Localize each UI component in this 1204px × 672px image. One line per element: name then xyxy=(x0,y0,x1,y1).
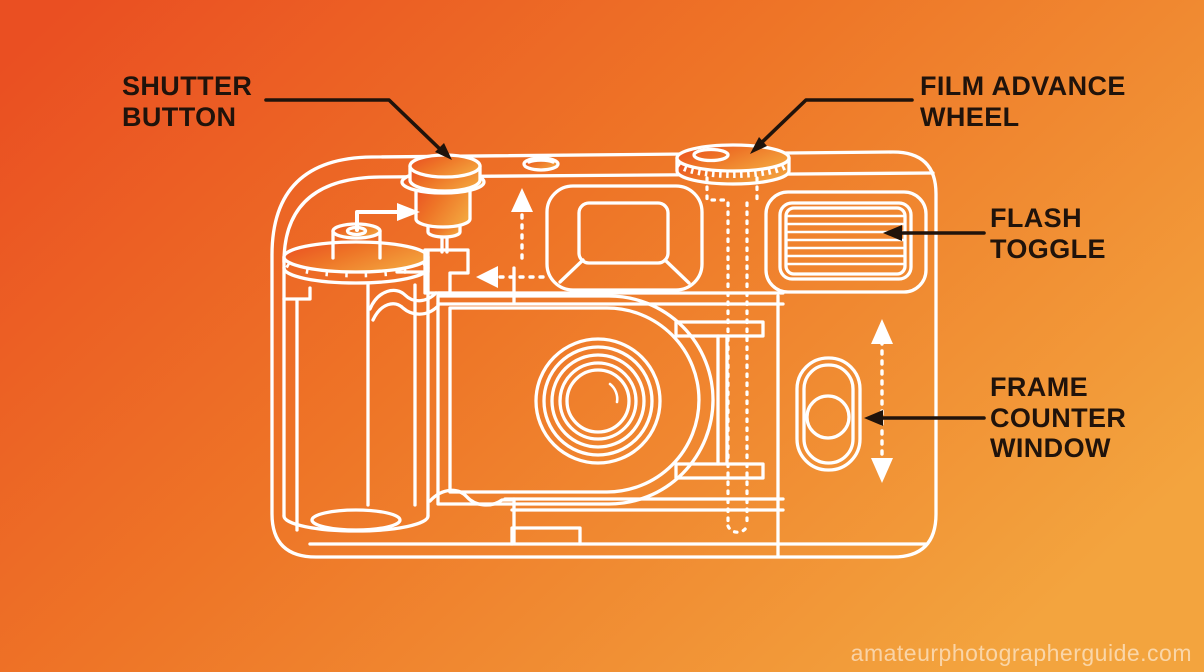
flash-panel xyxy=(764,190,928,294)
film-advance-leader-line xyxy=(750,98,914,154)
frame-counter-window-label-line1: FRAME xyxy=(990,372,1088,402)
lens xyxy=(436,294,715,506)
top-plate-oval xyxy=(522,156,560,172)
counter-motion-arrow xyxy=(871,319,893,483)
shutter-button-label-line1: SHUTTER xyxy=(122,71,253,101)
viewfinder xyxy=(545,184,704,292)
film-advance-wheel-label: FILM ADVANCE WHEEL xyxy=(920,71,1126,132)
flash-toggle-label-line1: FLASH xyxy=(990,203,1082,233)
advance-motion-arrow-left xyxy=(476,266,545,288)
film-advance-wheel-drawing xyxy=(675,143,791,186)
frame-counter-window-label-line3: WINDOW xyxy=(990,433,1111,463)
advance-motion-arrow-up xyxy=(511,188,533,260)
frame-counter-leader-line xyxy=(864,410,986,426)
shutter-button-drawing xyxy=(400,153,486,254)
shutter-button-label-line2: BUTTON xyxy=(122,101,237,132)
flash-leader-line xyxy=(883,225,986,241)
watermark-text: amateurphotographerguide.com xyxy=(850,640,1192,666)
film-to-shutter-arrow xyxy=(355,203,420,232)
shutter-leader-line xyxy=(264,98,452,160)
film-advance-wheel-label-line2: WHEEL xyxy=(920,101,1020,132)
camera-body xyxy=(270,150,938,559)
shutter-linkage xyxy=(423,248,470,295)
film-path xyxy=(705,176,759,534)
shutter-button-label: SHUTTER BUTTON xyxy=(122,71,252,132)
film-canister xyxy=(282,222,430,533)
frame-counter-window-label-line2: COUNTER xyxy=(990,402,1127,433)
flash-toggle-label-line2: TOGGLE xyxy=(990,233,1106,264)
film-advance-wheel-label-line1: FILM ADVANCE xyxy=(920,71,1126,101)
flash-toggle-label: FLASH TOGGLE xyxy=(990,203,1106,264)
frame-counter-window-label: FRAME COUNTER WINDOW xyxy=(990,372,1126,464)
frame-counter-window-drawing xyxy=(795,356,862,472)
